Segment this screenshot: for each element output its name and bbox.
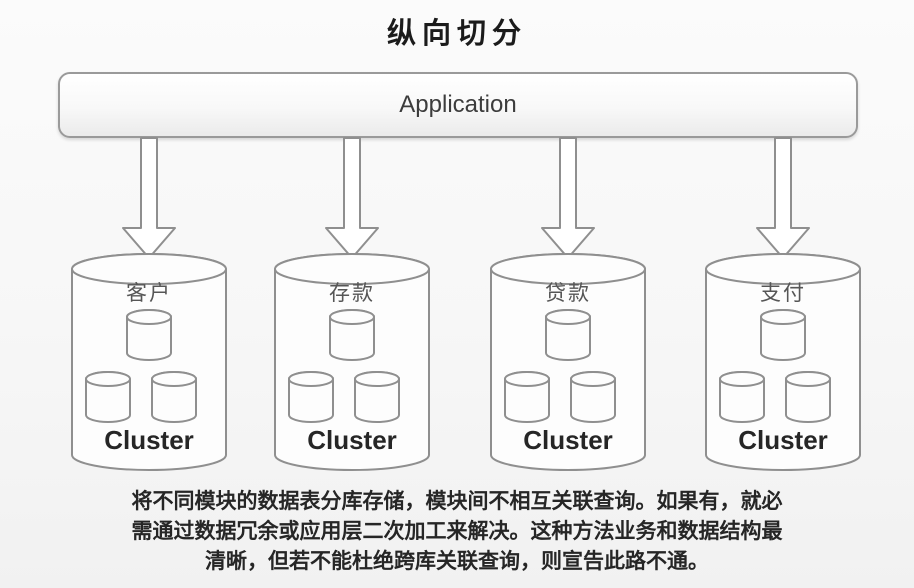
database-icon-rim [126, 309, 172, 325]
description-line: 清晰，但若不能杜绝跨库关联查询，则宣告此路不通。 [205, 549, 709, 573]
cluster-cylinder-graphic [71, 253, 227, 471]
cluster-deposit: 存款 Cluster [273, 252, 431, 474]
cylinder-top-rim [490, 253, 646, 285]
database-icon-rim [354, 371, 400, 387]
cluster-loan: 贷款 Cluster [489, 252, 647, 474]
cylinder-top-rim [274, 253, 430, 285]
cluster-label: Cluster [307, 425, 397, 455]
cluster-cylinder-graphic [274, 253, 430, 471]
cluster-cylinder-graphic [705, 253, 861, 471]
database-icon-rim [760, 309, 806, 325]
down-arrow-2 [325, 137, 379, 259]
down-arrow-shape [541, 137, 595, 259]
down-arrow-1 [122, 137, 176, 259]
page-title: 纵向切分 [386, 18, 527, 50]
down-arrow-shape [756, 137, 810, 259]
description-line: 需通过数据冗余或应用层二次加工来解决。这种方法业务和数据结构最 [131, 519, 783, 543]
database-icon-rim [288, 371, 334, 387]
module-label: 支付 [760, 282, 806, 305]
database-icon-rim [545, 309, 591, 325]
database-icon-rim [85, 371, 131, 387]
cylinder-top-rim [71, 253, 227, 285]
cluster-customer: 客户 Cluster [70, 252, 228, 474]
down-arrow-shape [325, 137, 379, 259]
description-paragraph: 将不同模块的数据表分库存储，模块间不相互关联查询。如果有，就必 需通过数据冗余或… [0, 486, 914, 576]
application-box: Application [58, 72, 858, 138]
cylinder-top-rim [705, 253, 861, 285]
database-icon-rim [504, 371, 550, 387]
database-icon-rim [719, 371, 765, 387]
cluster-label: Cluster [523, 425, 613, 455]
module-label: 存款 [329, 282, 375, 305]
down-arrow-4 [756, 137, 810, 259]
database-icon-rim [785, 371, 831, 387]
module-label: 客户 [126, 282, 172, 305]
cluster-label: Cluster [738, 425, 828, 455]
database-icon-rim [151, 371, 197, 387]
cluster-cylinder-graphic [490, 253, 646, 471]
module-label: 贷款 [545, 282, 591, 305]
description-line: 将不同模块的数据表分库存储，模块间不相互关联查询。如果有，就必 [131, 489, 783, 513]
database-icon-rim [570, 371, 616, 387]
cluster-payment: 支付 Cluster [704, 252, 862, 474]
database-icon-rim [329, 309, 375, 325]
down-arrow-3 [541, 137, 595, 259]
application-label: Application [399, 91, 517, 118]
down-arrow-shape [122, 137, 176, 259]
cluster-label: Cluster [104, 425, 194, 455]
